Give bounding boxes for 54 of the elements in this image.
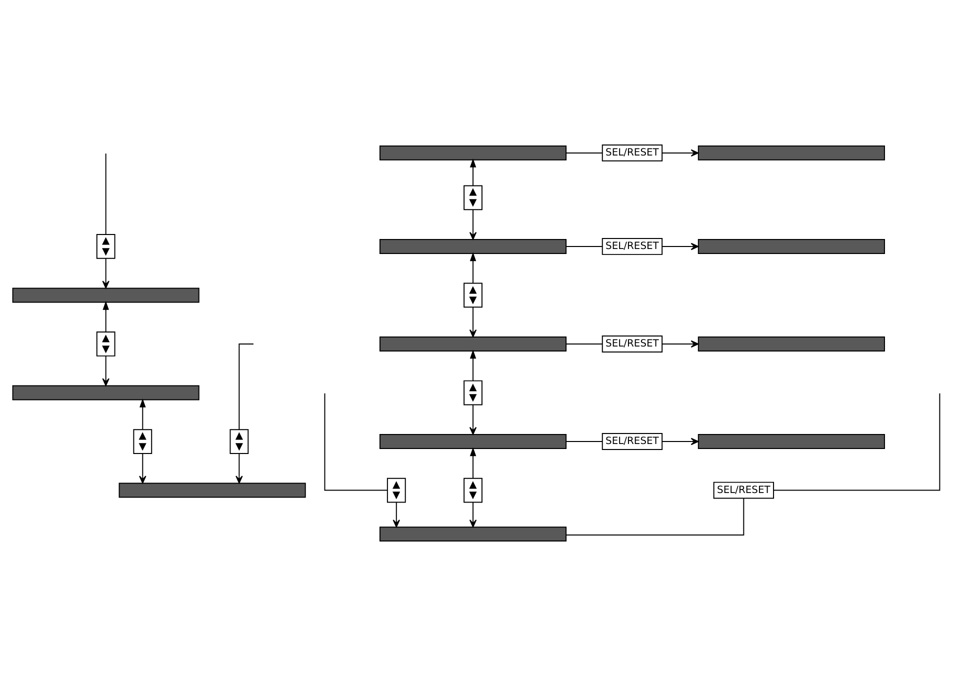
arrow [236,452,243,484]
connector [566,497,744,536]
arrow [392,501,400,527]
connector [105,152,106,234]
node-bar [698,336,885,351]
arrow [102,300,109,332]
connector [566,343,603,344]
node-box: SEL/RESET [713,481,774,498]
node-bar [379,238,567,254]
connector [324,392,388,490]
connector [238,343,254,430]
node-box: ▲ ▼ [230,428,249,454]
node-bar [698,144,885,160]
node-bar [118,482,306,498]
arrow [662,437,699,445]
arrow [470,349,476,381]
node-box: ▲ ▼ [464,477,482,502]
node-bar [379,526,567,542]
arrow [470,158,476,186]
arrow [102,355,110,386]
node-bar [12,287,200,302]
node-box: ▲ ▼ [96,331,116,356]
node-bar [698,434,885,448]
connector [773,392,940,490]
connector [566,152,603,153]
arrow [140,398,146,430]
node-bar [698,238,885,254]
node-bar [379,144,567,160]
node-bar [379,434,567,448]
node-box: ▲ ▼ [133,428,152,454]
arrow [470,446,476,478]
node-box: ▲ ▼ [464,282,482,308]
arrow [469,404,477,434]
node-box: SEL/RESET [602,144,663,161]
node-box: SEL/RESET [602,335,663,352]
arrow [469,306,477,337]
node-bar [379,336,567,351]
arrow [469,208,477,240]
node-box: ▲ ▼ [464,184,482,210]
arrow [662,242,699,250]
arrow [469,501,477,527]
arrow [662,148,699,156]
arrow [139,452,146,484]
node-bar [12,384,200,400]
node-box: ▲ ▼ [464,380,482,405]
connector [566,245,603,246]
node-box: ▲ ▼ [386,477,406,502]
arrow [470,252,476,284]
arrow [102,258,110,288]
node-box: SEL/RESET [602,238,663,254]
node-box: SEL/RESET [602,432,663,450]
node-box: ▲ ▼ [96,234,116,258]
connector [566,440,603,442]
arrow [662,340,699,348]
